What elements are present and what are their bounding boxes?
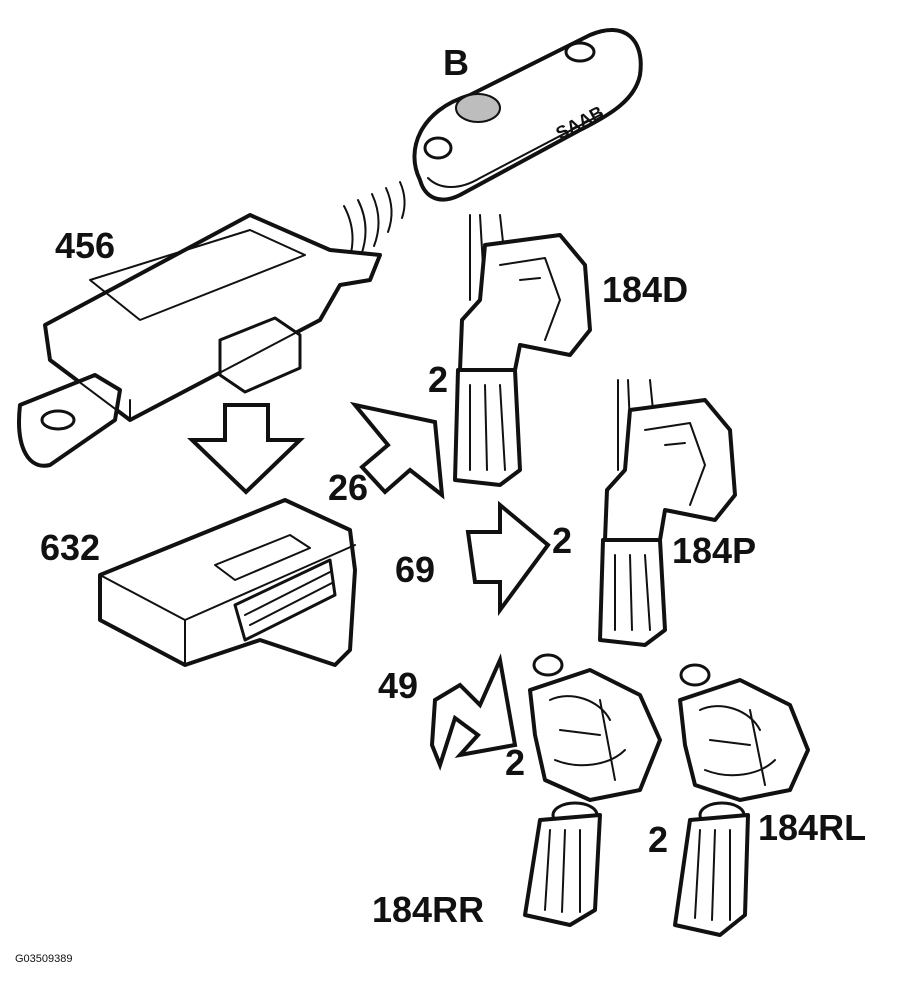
trunk-button-icon xyxy=(564,41,596,63)
actuator-184rl xyxy=(673,663,810,937)
lock-button-icon xyxy=(455,93,501,123)
label-module-456: 456 xyxy=(55,225,115,266)
label-arrow-49: 49 xyxy=(378,665,418,706)
unlock-button-icon xyxy=(423,136,453,160)
arrow-69 xyxy=(465,500,551,617)
actuator-184rr xyxy=(523,653,662,927)
arrow-26 xyxy=(349,401,445,500)
label-motor-184d: 2 xyxy=(428,359,448,400)
label-remote-b: B xyxy=(443,42,469,83)
label-arrow-26: 26 xyxy=(328,467,368,508)
label-motor-184rr: 2 xyxy=(505,742,525,783)
label-actuator-184d: 184D xyxy=(602,269,688,310)
label-motor-184rl: 2 xyxy=(648,819,668,860)
label-module-632: 632 xyxy=(40,527,100,568)
module-456 xyxy=(17,213,382,468)
arrow-49 xyxy=(429,653,518,771)
label-arrow-69: 69 xyxy=(395,549,435,590)
module-632 xyxy=(98,498,357,667)
arrow-down xyxy=(187,403,305,495)
figure-id: G03509389 xyxy=(15,953,73,965)
label-actuator-184rr: 184RR xyxy=(372,889,484,930)
label-actuator-184p: 184P xyxy=(672,530,756,571)
label-actuator-184rl: 184RL xyxy=(758,807,866,848)
actuator-184p xyxy=(598,379,737,647)
actuator-184d xyxy=(453,214,592,487)
label-motor-184p: 2 xyxy=(552,520,572,561)
